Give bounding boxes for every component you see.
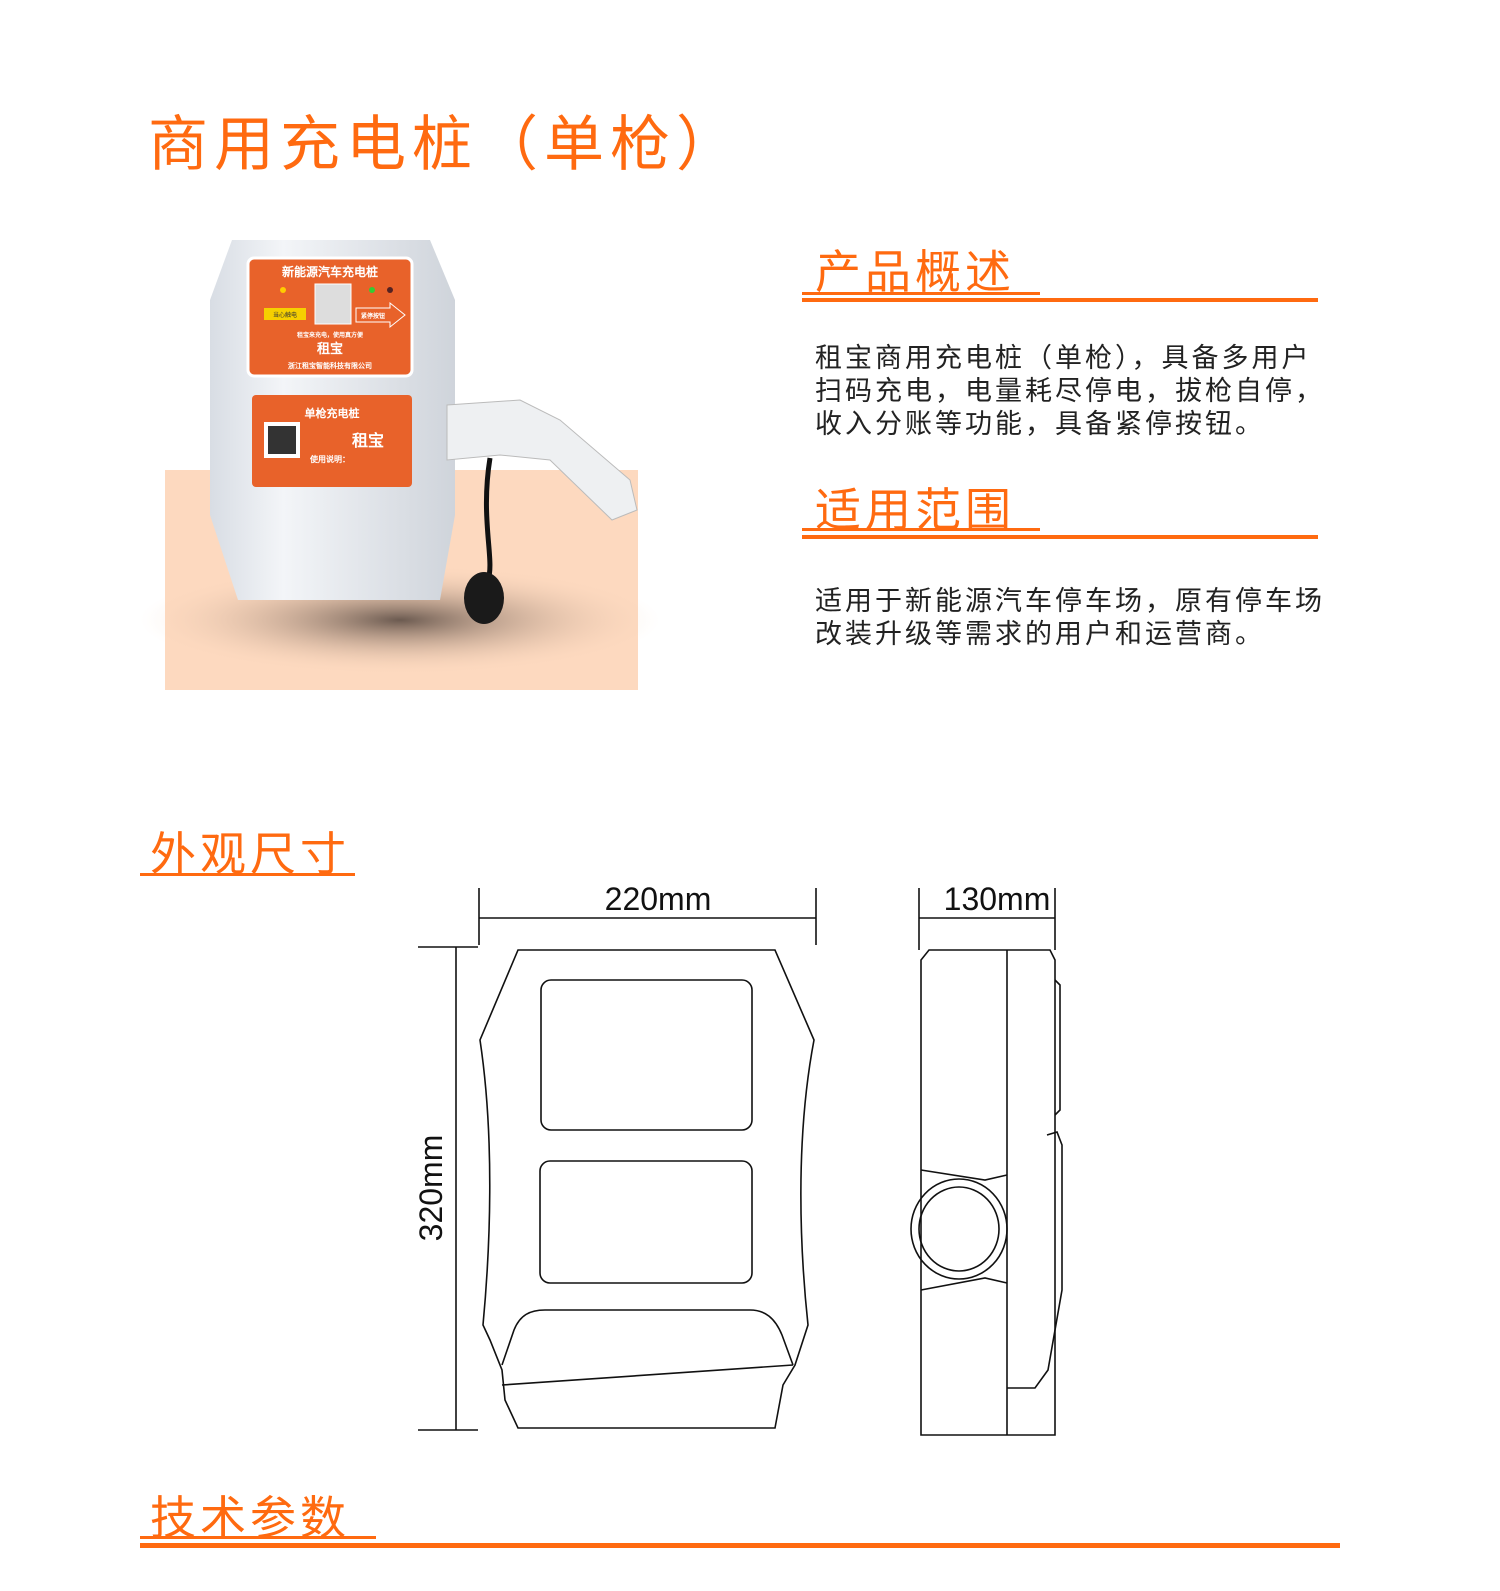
overview-divider [802, 298, 1318, 302]
width-label: 220mm [605, 881, 712, 917]
label-emergency: 紧停按钮 [361, 312, 385, 320]
specs-short-underline [140, 1536, 376, 1539]
product-photo: 新能源汽车充电桩 租宝来充电，使用真方便 租宝 浙江租宝智能科技有限公司 紧停按… [110, 230, 670, 700]
depth-label: 130mm [944, 881, 1051, 917]
label-instructions: 使用说明： [309, 454, 350, 464]
dimensions-underline [140, 873, 355, 876]
overview-short-underline [802, 292, 1040, 295]
label-warning: 当心触电 [273, 311, 297, 319]
label-brand: 租宝 [317, 341, 343, 357]
label-bottom-title: 单枪充电桩 [305, 406, 360, 420]
height-label: 320mm [413, 1135, 449, 1242]
label-company: 浙江租宝智能科技有限公司 [288, 361, 372, 370]
label-slogan: 租宝来充电，使用真方便 [297, 331, 364, 339]
specs-divider [140, 1543, 1340, 1548]
overview-heading: 产品概述 [815, 245, 1015, 299]
scope-short-underline [802, 528, 1040, 531]
label-top-title: 新能源汽车充电桩 [282, 264, 378, 279]
dimensions-heading: 外观尺寸 [150, 827, 350, 881]
label-brand-2: 租宝 [352, 431, 384, 450]
scope-divider [802, 535, 1318, 539]
page-title: 商用充电桩（单枪） [148, 110, 742, 180]
scope-text: 适用于新能源汽车停车场，原有停车场改装升级等需求的用户和运营商。 [815, 586, 1325, 650]
overview-text: 租宝商用充电桩（单枪），具备多用户扫码充电，电量耗尽停电，拔枪自停，收入分账等功… [815, 343, 1325, 440]
